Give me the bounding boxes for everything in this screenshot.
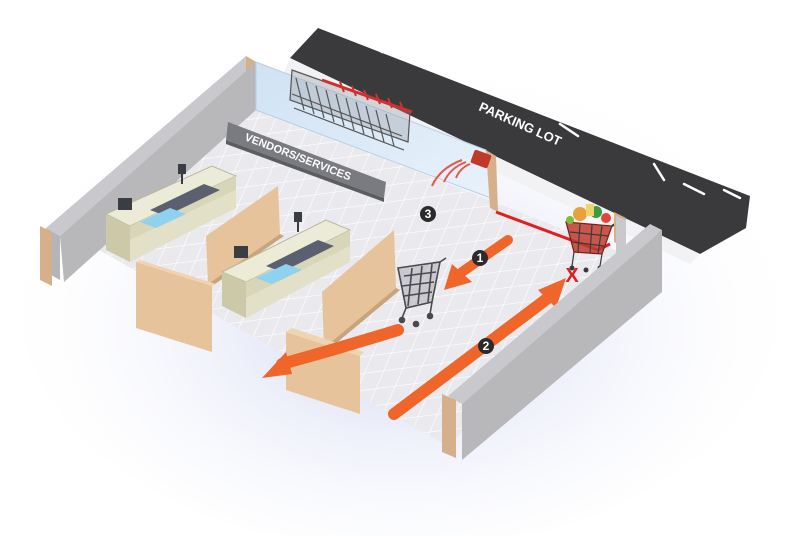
svg-text:X: X	[565, 265, 579, 287]
front-right-wall	[442, 212, 662, 460]
checkout-counter-2-icon	[220, 212, 352, 318]
partition-wall-2	[322, 230, 400, 350]
svg-text:1: 1	[477, 251, 484, 265]
checkout-counter-icon	[104, 164, 238, 262]
parking-lot: PARKING LOT	[290, 28, 750, 254]
exit-arrow	[262, 324, 404, 378]
step-3-badge: 3	[420, 206, 436, 222]
cart-return-rack-icon	[289, 69, 413, 151]
step-1-badge	[472, 250, 488, 266]
door-post	[616, 216, 626, 260]
blocked-marker: X	[565, 265, 579, 287]
path-arrow-2: 2	[388, 278, 566, 420]
path-arrow-1: 1	[444, 235, 513, 290]
left-wall	[40, 226, 52, 286]
empty-shopping-cart-icon	[397, 257, 447, 328]
svg-text:3: 3	[425, 207, 432, 221]
step-2-badge	[478, 338, 494, 354]
sensor-icon	[431, 149, 492, 187]
svg-text:2: 2	[483, 339, 490, 353]
partition-panel-1	[136, 260, 216, 352]
